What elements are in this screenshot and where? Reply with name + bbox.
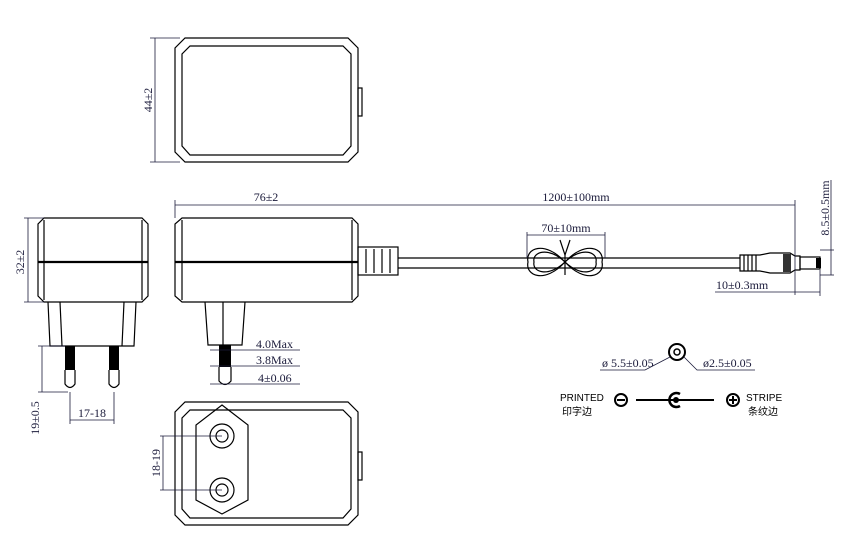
inner-diameter-label: ø2.5±0.05 (703, 356, 752, 370)
cable: 70±10mm 1200±100mm 8.5±0.5mm 10±0.3mm (357, 180, 834, 296)
tie-length-dim: 70±10mm (541, 221, 591, 235)
stripe-label: STRIPE (746, 393, 782, 404)
pin-spacing-dim: 17-18 (78, 406, 106, 420)
minus-icon (614, 393, 628, 407)
printed-cn-label: 印字边 (562, 405, 592, 418)
front-view: 32±2 19±0.5 17-18 (13, 217, 149, 435)
cable-length-dim: 1200±100mm (542, 190, 610, 204)
length-dim: 76±2 (254, 190, 279, 204)
top-view: 44±2 (141, 37, 363, 163)
plug-symbol-icon (668, 391, 681, 409)
pin-4max-dim: 4.0Max (256, 337, 293, 351)
pin-diam-dim: 4±0.06 (258, 371, 292, 385)
pin-length-dim: 19±0.5 (28, 401, 42, 435)
bottom-spacing-dim: 18-19 (149, 449, 163, 477)
outer-diameter-label: ø 5.5±0.05 (602, 356, 654, 370)
plus-icon (726, 393, 740, 407)
side-view: 76±2 4.0Max 3.8Max 4±0.06 (174, 190, 359, 386)
height-top-dim: 44±2 (141, 88, 155, 113)
polarity-diagram: ø 5.5±0.05 ø2.5±0.05 PRINTED 印字边 STRIPE … (560, 343, 782, 418)
pin-38max-dim: 3.8Max (256, 353, 293, 367)
height-side-dim: 32±2 (13, 250, 27, 275)
plug-diameter-dim: 8.5±0.5mm (818, 180, 832, 236)
bottom-view: 18-19 (149, 401, 363, 526)
printed-label: PRINTED (560, 393, 604, 404)
tip-length-dim: 10±0.3mm (716, 278, 769, 292)
stripe-cn-label: 条纹边 (748, 405, 778, 418)
